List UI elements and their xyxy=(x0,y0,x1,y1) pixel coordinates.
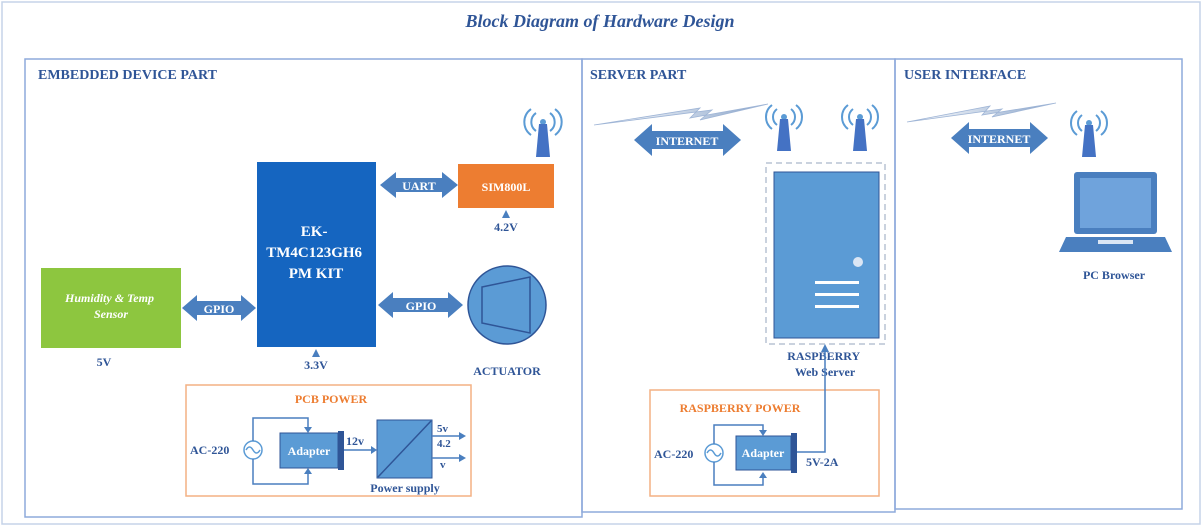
laptop-icon xyxy=(1059,172,1172,252)
pcb-wire-top-arrowhead xyxy=(304,427,312,433)
pcb-12v-arrowhead xyxy=(371,446,377,454)
raspberry-adapter xyxy=(735,435,792,471)
pcb-wire-bottom-arrowhead xyxy=(304,468,312,474)
gsm-antenna-icon xyxy=(523,108,563,157)
server-section-label: SERVER PART xyxy=(590,68,687,83)
raspberry-power-title: RASPBERRY POWER xyxy=(680,401,801,415)
sensor-block xyxy=(41,268,181,348)
raspberry-adapter-plug xyxy=(791,433,797,473)
gpio-sensor-label: GPIO xyxy=(204,302,235,316)
raspberry-wire-bottom xyxy=(713,462,764,486)
pcb-42v-arrowhead xyxy=(459,454,466,462)
user-antenna-icon xyxy=(1070,110,1108,157)
server-tower-icon xyxy=(773,171,880,339)
mcu-voltage: 3.3V xyxy=(304,358,328,372)
gsm-label: SIM800L xyxy=(482,180,531,194)
diagram-title: Block Diagram of Hardware Design xyxy=(464,11,734,31)
pc-browser-label: PC Browser xyxy=(1083,268,1146,282)
user-section xyxy=(894,58,1183,510)
actuator-icon xyxy=(467,265,547,345)
uart-label: UART xyxy=(402,179,436,193)
pcb-power-title: PCB POWER xyxy=(295,392,368,406)
raspberry-output-wire xyxy=(797,352,826,453)
pcb-ac-label: AC-220 xyxy=(190,443,229,457)
pcb-out-5v: 5v xyxy=(437,423,449,435)
pcb-power-box xyxy=(185,384,472,497)
server-lightning xyxy=(593,103,769,126)
server-antenna-left-icon xyxy=(765,104,803,151)
pcb-wire-top xyxy=(252,417,309,441)
user-internet-arrow xyxy=(951,122,1048,154)
pcb-out-v: v xyxy=(440,459,446,471)
server-internet-label: INTERNET xyxy=(656,134,719,148)
raspberry-output: 5V-2A xyxy=(806,455,839,469)
raspberry-ac-label: AC-220 xyxy=(654,447,693,461)
user-internet-label: INTERNET xyxy=(968,132,1031,146)
actuator-label: ACTUATOR xyxy=(473,364,541,378)
embedded-section-label: EMBEDDED DEVICE PART xyxy=(38,68,218,83)
gpio-actuator-label: GPIO xyxy=(406,299,437,313)
mcu-voltage-arrow xyxy=(312,349,320,357)
power-supply-label: Power supply xyxy=(370,481,439,495)
raspberry-wire-bottom-arrowhead xyxy=(759,472,767,478)
sensor-label: Humidity & Temp Sensor xyxy=(64,291,157,321)
power-supply-diagonal xyxy=(377,420,432,478)
raspberry-wire-top xyxy=(713,424,764,444)
mcu-block xyxy=(257,162,376,347)
pcb-out-42: 4.2 xyxy=(437,438,451,450)
gsm-voltage-arrow xyxy=(502,210,510,218)
pcb-adapter-plug xyxy=(338,431,344,470)
pcb-ac-source-icon xyxy=(243,440,263,460)
pcb-adapter-label: Adapter xyxy=(288,444,331,458)
user-section-label: USER INTERFACE xyxy=(904,68,1026,83)
pcb-adapter xyxy=(279,432,339,469)
pcb-adapter-out: 12v xyxy=(346,434,364,448)
gsm-voltage: 4.2V xyxy=(494,220,518,234)
pcb-wire-bottom xyxy=(252,459,309,485)
server-internet-arrow xyxy=(634,124,741,156)
gsm-module xyxy=(458,164,554,208)
mcu-label: EK- TM4C123GH6 PM KIT xyxy=(266,224,366,282)
raspberry-output-arrowhead xyxy=(821,344,829,352)
sensor-voltage: 5V xyxy=(97,355,112,369)
pcb-5v-arrowhead xyxy=(459,432,466,440)
uart-arrow xyxy=(380,172,458,198)
gpio-actuator-arrow xyxy=(378,292,463,318)
raspberry-wire-top-arrowhead xyxy=(759,430,767,436)
raspberry-ac-source-icon xyxy=(704,443,724,463)
user-lightning xyxy=(906,102,1057,123)
raspberry-power-box xyxy=(649,389,880,497)
gpio-sensor-arrow xyxy=(182,295,256,321)
raspberry-adapter-label: Adapter xyxy=(742,446,785,460)
server-antenna-right-icon xyxy=(841,104,879,151)
